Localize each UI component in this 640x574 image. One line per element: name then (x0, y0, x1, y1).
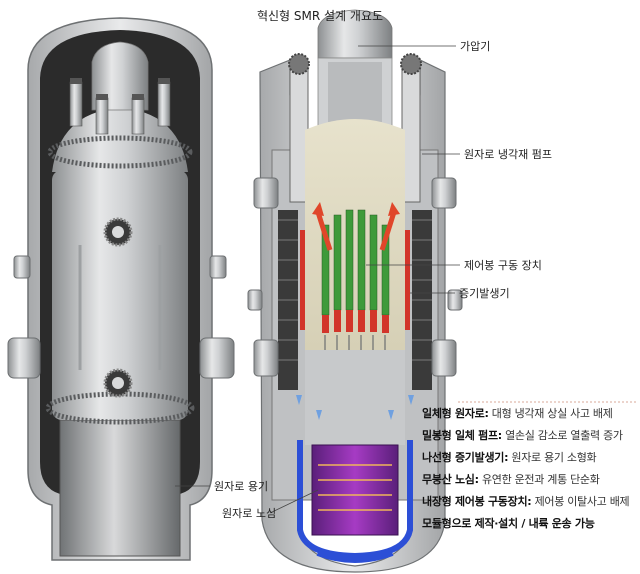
label-coolant-pump: 원자로 냉각재 펌프 (464, 148, 552, 161)
control-rods (321, 209, 390, 440)
left-reactor-exterior (7, 17, 235, 561)
label-reactor-vessel: 원자로 용기 (214, 480, 269, 493)
feature-term: 무붕산 노심: (422, 473, 479, 486)
feature-term: 일체형 원자로: (422, 407, 489, 420)
feature-term: 모듈형으로 제작·설치 / 내륙 운송 가능 (422, 517, 595, 530)
feature-desc: 열손실 감소로 열출력 증가 (505, 429, 623, 442)
right-reactor-cutaway (247, 9, 463, 573)
label-control-rod-drive: 제어봉 구동 장치 (464, 259, 542, 272)
feature-item: 일체형 원자로: 대형 냉각재 상실 사고 배제 (422, 403, 638, 425)
label-steam-generator: 증기발생기 (459, 287, 510, 300)
feature-term: 내장형 제어봉 구동장치: (422, 495, 532, 508)
feature-desc: 대형 냉각재 상실 사고 배제 (491, 407, 613, 420)
feature-desc: 제어봉 이탈사고 배제 (534, 495, 630, 508)
feature-item: 나선형 증기발생기: 원자로 용기 소형화 (422, 447, 638, 469)
label-reactor-core: 원자로 노심 (222, 507, 277, 520)
feature-term: 나선형 증기발생기: (422, 451, 509, 464)
feature-desc: 원자로 용기 소형화 (511, 451, 597, 464)
leader-lines (269, 45, 460, 514)
feature-list: 일체형 원자로: 대형 냉각재 상실 사고 배제 밀봉형 일체 펌프: 열손실 … (422, 403, 638, 535)
feature-item: 밀봉형 일체 펌프: 열손실 감소로 열출력 증가 (422, 425, 638, 447)
label-pressurizer: 가압기 (460, 40, 491, 53)
feature-item: 내장형 제어봉 구동장치: 제어봉 이탈사고 배제 (422, 491, 638, 513)
feature-term: 밀봉형 일체 펌프: (422, 429, 502, 442)
feature-desc: 유연한 운전과 계통 단순화 (481, 473, 600, 486)
feature-item: 모듈형으로 제작·설치 / 내륙 운송 가능 (422, 513, 638, 535)
diagram-title: 혁신형 SMR 설계 개요도 (256, 9, 384, 23)
feature-item: 무붕산 노심: 유연한 운전과 계통 단순화 (422, 469, 638, 491)
